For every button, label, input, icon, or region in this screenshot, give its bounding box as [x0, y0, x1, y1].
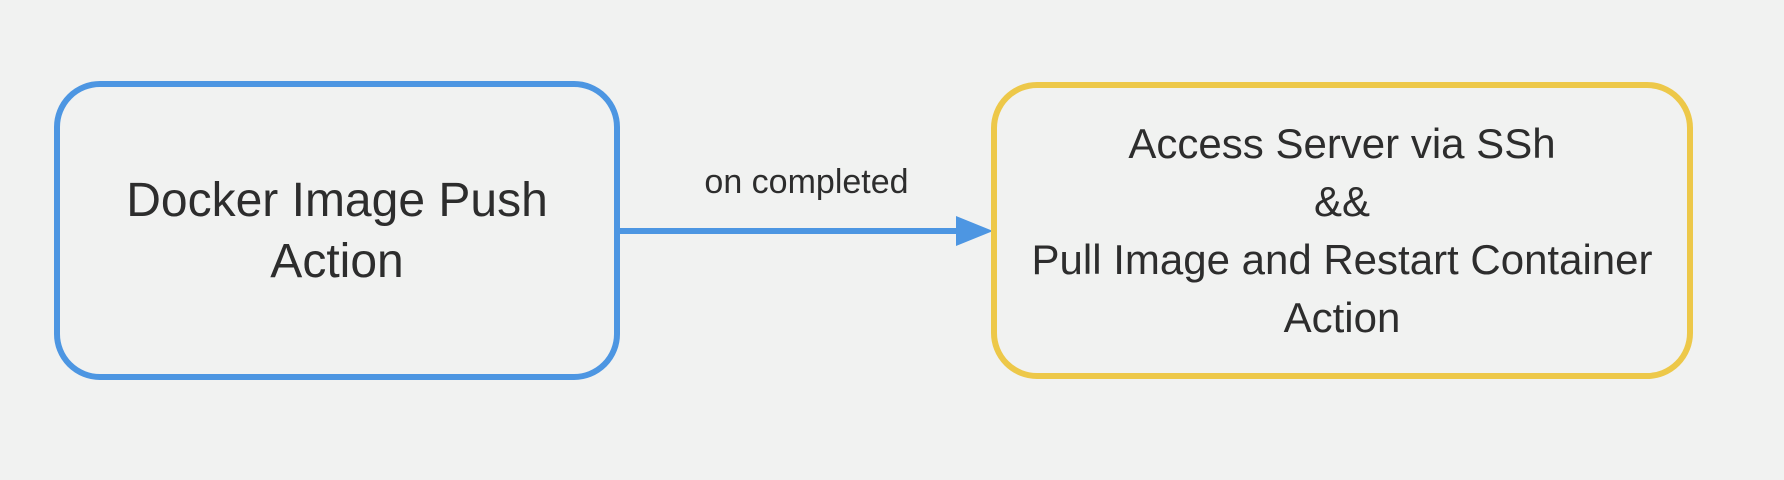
node-access-server-ssh-pull-restart-action[interactable]: Access Server via SSh && Pull Image and … [991, 82, 1693, 379]
node-label-line: Action [270, 234, 404, 288]
edge-line [619, 228, 961, 234]
node-docker-image-push-action[interactable]: Docker Image Push Action [54, 81, 620, 380]
edge-label: on completed [704, 163, 909, 201]
node-label-line: Pull Image and Restart Container [1031, 235, 1653, 283]
arrowhead-icon [956, 216, 993, 246]
node-label-line: Docker Image Push [126, 173, 548, 227]
node-label-line: Access Server via SSh [1128, 119, 1556, 167]
node-label-line: && [1313, 177, 1371, 225]
node-label-line: Action [1283, 293, 1401, 341]
